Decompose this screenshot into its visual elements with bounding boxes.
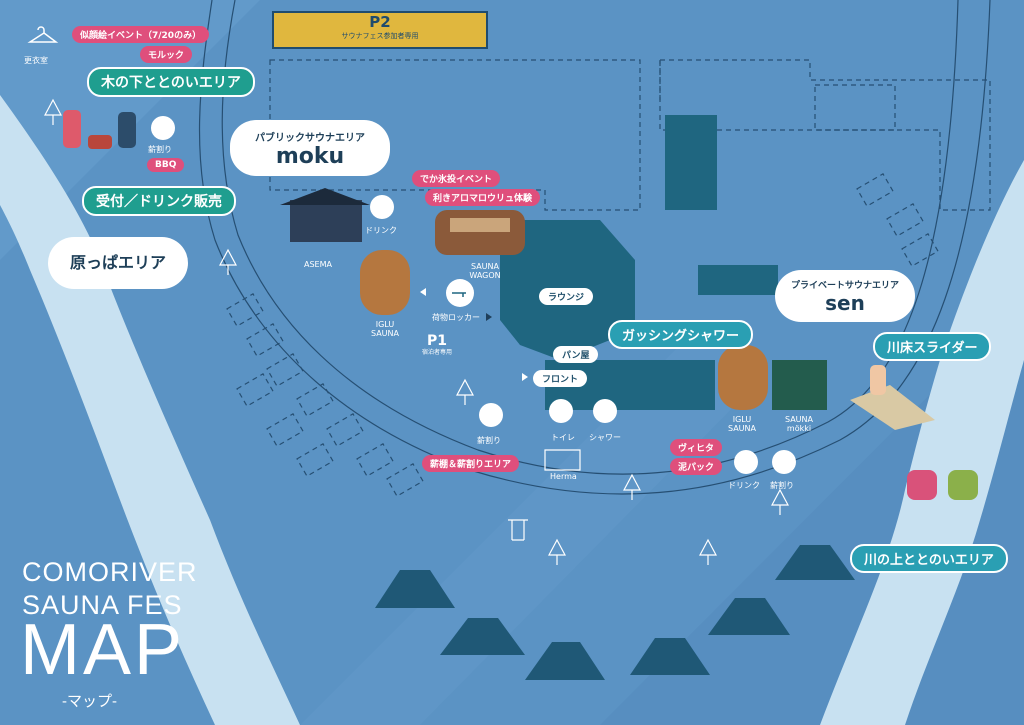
person-5: [870, 365, 886, 395]
drink-label-2: ドリンク: [728, 481, 760, 490]
makiwari-label-1: 薪割り: [148, 145, 172, 154]
p1-sub: 宿泊者専用: [422, 349, 453, 356]
parking-outlines: [226, 59, 991, 497]
title-line-2: SAUNA FES: [22, 590, 183, 620]
wagon-window: [450, 218, 510, 232]
dog: [544, 449, 581, 471]
key-glyph: [452, 292, 466, 297]
koishitsu-label: 更衣室: [24, 56, 48, 65]
private-sauna-sub: プライベートサウナエリア: [790, 281, 899, 291]
bbq-label: BBQ: [147, 158, 185, 172]
asema-cabin: [290, 200, 362, 242]
person-4: [948, 470, 978, 500]
iglu-sauna-label-1: IGLU SAUNA: [370, 320, 399, 338]
makiwari-label-2: 薪割り: [477, 436, 501, 445]
harappa-area-label: 原っぱエリア: [69, 253, 166, 272]
iglu-sauna-1: [360, 250, 410, 315]
sauna-wagon-label: SAUNA WAGON: [469, 262, 501, 280]
asema-roof: [280, 188, 370, 205]
herma-label: Herma: [550, 472, 577, 481]
kawadoko-slider-label: 川床スライダー: [873, 332, 992, 361]
iglu-sauna-label-2: IGLU SAUNA: [727, 415, 756, 433]
bubble-public-sauna: パブリックサウナエリア moku: [230, 120, 390, 176]
axe-icon-2: [479, 403, 503, 427]
person-1: [63, 110, 81, 148]
p2-sub: サウナフェス参加者専用: [341, 32, 419, 40]
bbq-grill: [88, 135, 112, 149]
kinoshita-area-label: 木の下ととのいエリア: [87, 67, 255, 97]
panya-label: パン屋: [553, 346, 599, 363]
hanger-icon: [27, 26, 59, 43]
public-sauna-main: moku: [275, 144, 345, 169]
dekahyo-event-label: でか氷投イベント: [412, 170, 501, 187]
sauna-mokki-label: SAUNA mökki: [784, 415, 813, 433]
title-line-3: MAP: [20, 610, 186, 690]
bubble-private-sauna: プライベートサウナエリア sen: [775, 270, 915, 322]
slider: [850, 385, 935, 430]
harappa-area-bubble: 原っぱエリア: [48, 237, 188, 289]
drink-label-1: ドリンク: [365, 226, 397, 235]
aroma-event-label: 利きアロマロウリュ体験: [425, 189, 541, 206]
arrow-3: [522, 373, 528, 381]
sauna-mokki: [772, 360, 827, 410]
doro-pack-label: 泥パック: [670, 458, 723, 475]
toilet-label: トイレ: [551, 433, 575, 442]
title-line-1: COMORIVER: [22, 557, 198, 587]
uketsuke-label: 受付／ドリンク販売: [82, 186, 236, 216]
shower-icon: [593, 399, 617, 423]
trees: [44, 98, 789, 565]
makiwari-area-label: 薪棚＆薪割りエリア: [422, 455, 520, 472]
drink-icon-1: [370, 195, 394, 219]
lounge-label: ラウンジ: [539, 288, 594, 305]
iglu-sauna-2: [718, 345, 768, 410]
swing: [508, 519, 528, 541]
arrow-2: [486, 313, 492, 321]
shower-label: シャワー: [589, 433, 621, 442]
sauna-wagon: [435, 210, 525, 255]
person-2: [118, 112, 136, 148]
arrow-1: [420, 288, 426, 296]
title-line-4: -マップ-: [62, 693, 117, 710]
locker-label: 荷物ロッカー: [432, 313, 480, 322]
parking-p2: P2 サウナフェス参加者専用: [272, 11, 488, 49]
axe-icon-1: [151, 116, 175, 140]
private-sauna-main: sen: [825, 291, 865, 315]
kawanoue-area-label: 川の上ととのいエリア: [850, 544, 1008, 573]
shade-band-3: [300, 325, 760, 725]
gassing-shower-label: ガッシングシャワー: [608, 320, 754, 349]
toilet-icon: [549, 399, 573, 423]
river-right: [820, 160, 1024, 725]
p2-title: P2: [369, 13, 391, 31]
tents: [375, 545, 855, 680]
makiwari-label-3: 薪割り: [770, 481, 794, 490]
asema-label: ASEMA: [304, 260, 332, 269]
front-label: フロント: [533, 370, 588, 387]
p1-title: P1: [427, 333, 448, 349]
moruk-label: モルック: [140, 46, 193, 63]
vihta-label: ヴィヒタ: [670, 439, 723, 456]
nigaoe-event-label: 似顔絵イベント（7/20のみ）: [72, 26, 210, 43]
public-sauna-sub: パブリックサウナエリア: [255, 133, 365, 144]
parking-p1: P1 宿泊者専用: [422, 333, 452, 357]
drink-icon-2: [734, 450, 758, 474]
axe-icon-3: [772, 450, 796, 474]
person-3: [907, 470, 937, 500]
